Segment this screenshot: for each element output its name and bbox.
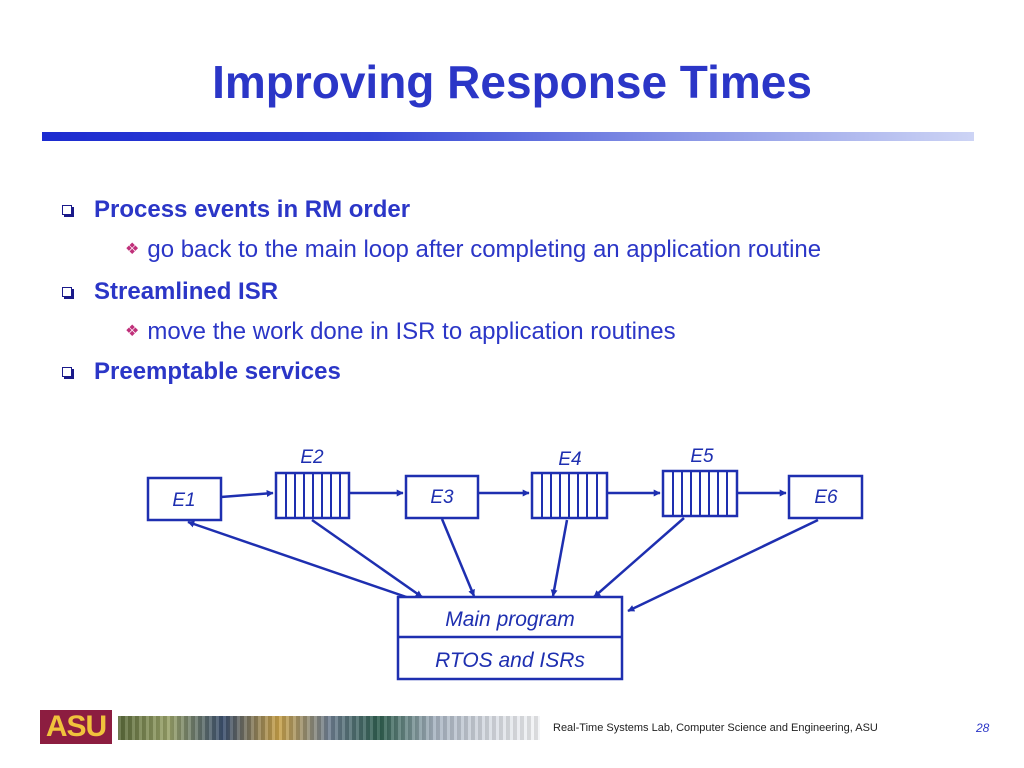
asu-logo: ASU [40,710,112,744]
square-bullet-icon [62,205,72,215]
sub-bullet-text: move the work done in ISR to application… [147,318,676,345]
footer-caption: Real-Time Systems Lab, Computer Science … [553,722,878,734]
title-underline [42,132,974,141]
bullet-list: Process events in RM order ❖ go back to t… [62,195,821,387]
bullet-item: Streamlined ISR [62,277,278,307]
rtos-label: RTOS and ISRs [435,649,585,672]
box-e1-label: E1 [172,490,195,511]
box-e3-label: E3 [430,487,454,508]
bullet-text: Process events in RM order [94,196,411,223]
footer-banner-image [118,716,540,740]
bullet-text: Streamlined ISR [94,278,279,305]
arrow-e1-to-e2 [220,489,274,499]
arrow-e4-to-main [550,519,569,597]
arrow-e6-to-main [627,518,819,613]
square-bullet-icon [62,287,72,297]
main-program-stack: Main program RTOS and ISRs [396,595,624,681]
queue-e5: E5 [661,446,739,518]
slide-title: Improving Response Times [212,56,812,108]
queue-e2: E2 [274,447,351,520]
diamond-bullet-icon: ❖ [125,241,140,258]
arrow-e5-to-main [593,517,685,598]
queue-e4-label: E4 [558,449,581,470]
diamond-bullet-icon: ❖ [125,323,140,340]
queue-e5-label: E5 [690,446,714,467]
queue-e4: E4 [530,449,609,520]
diagram-arrows [187,489,819,613]
sub-bullet-item: ❖ go back to the main loop after completi… [125,235,821,265]
bullet-item: Process events in RM order [62,195,410,225]
box-e1: E1 [146,476,223,522]
arrow-main-to-e1 [187,520,419,603]
bullet-text: Preemptable services [94,358,341,385]
box-e6: E6 [787,474,864,520]
square-bullet-icon [62,367,72,377]
box-e3: E3 [404,474,480,520]
arrow-e2-to-main [311,518,423,599]
sub-bullet-text: go back to the main loop after completin… [147,236,822,263]
queue-e2-label: E2 [300,447,324,468]
box-e6-label: E6 [814,487,838,508]
arrow-e3-to-main [440,518,476,597]
sub-bullet-item: ❖ move the work done in ISR to applicatio… [125,317,676,347]
page-number: 28 [976,721,990,735]
main-program-label: Main program [445,608,575,631]
bullet-item: Preemptable services [62,357,341,387]
